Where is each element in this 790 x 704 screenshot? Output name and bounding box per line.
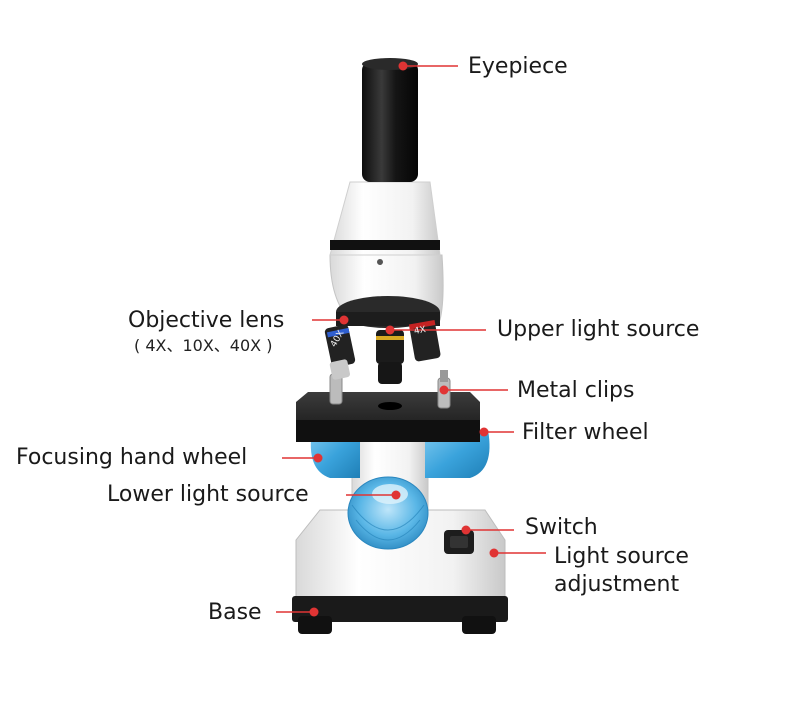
eyepiece — [362, 58, 418, 182]
label-switch: Switch — [525, 515, 598, 540]
label-filter-wheel: Filter wheel — [522, 420, 649, 445]
lower-light-source-marker — [391, 490, 401, 500]
label-light-source-adjustment-line1: Light source — [554, 544, 689, 569]
microscope-head — [329, 181, 441, 265]
objective-40x — [324, 324, 356, 380]
label-light-source-adjustment-line2: adjustment — [554, 572, 680, 597]
switch — [444, 530, 474, 554]
label-objective-lens: Objective lens — [128, 308, 285, 333]
objective-lens-marker — [339, 315, 349, 325]
upper-light-source-marker — [385, 325, 395, 335]
objective-turret — [324, 296, 441, 384]
label-focusing-hand-wheel: Focusing hand wheel — [16, 445, 248, 470]
switch-marker — [461, 525, 471, 535]
label-objective-magnifications: ( 4X、10X、40X ) — [134, 336, 273, 355]
focusing-hand-wheel-marker — [313, 453, 323, 463]
metal-clips-marker — [439, 385, 449, 395]
label-lower-light-source: Lower light source — [107, 482, 309, 507]
callouts — [276, 61, 546, 617]
objective-10x — [376, 330, 404, 384]
label-base: Base — [208, 600, 262, 625]
light-source-adjustment-marker — [489, 548, 499, 558]
eyepiece-marker — [398, 61, 408, 71]
base-marker — [309, 607, 319, 617]
label-metal-clips: Metal clips — [517, 378, 635, 403]
filter-wheel-marker — [479, 427, 489, 437]
lens-mark-4x: 4X — [413, 325, 427, 337]
label-eyepiece: Eyepiece — [468, 54, 568, 79]
objective-4x — [408, 320, 441, 362]
lower-light-source — [347, 476, 429, 550]
label-upper-light-source: Upper light source — [497, 317, 700, 342]
stage — [296, 392, 480, 442]
